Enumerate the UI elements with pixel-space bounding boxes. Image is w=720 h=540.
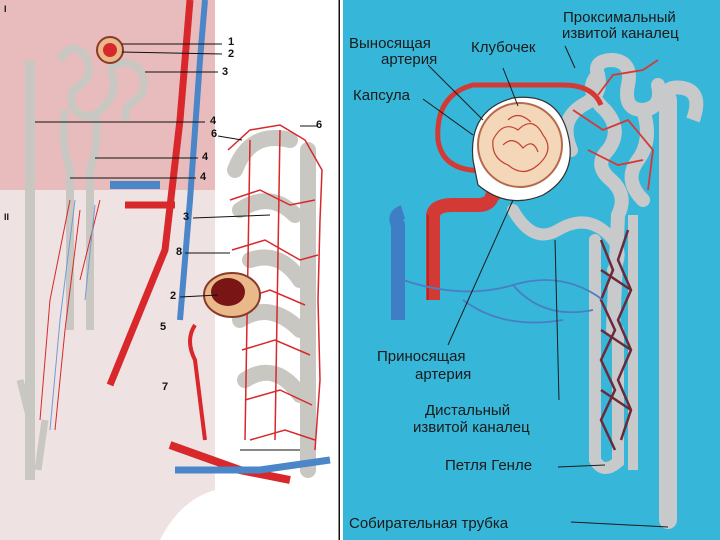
label-1: 1 [228,36,235,48]
label-distal-line2: извитой каналец [413,419,530,436]
tubule-loops [56,44,148,330]
label-proximal-line1: Проксимальный [563,9,676,26]
artery-main [106,0,194,387]
label-capsule: Капсула [353,87,410,104]
label-roman-1: I [4,4,7,14]
label-2b: 2 [170,290,177,302]
artery-right [426,189,500,300]
label-4c: 4 [200,171,207,183]
left-diagram-illustration [0,0,340,540]
inset-tubules [168,121,331,484]
label-afferent-line1: Приносящая [377,348,466,365]
label-5: 5 [160,321,167,333]
distal-tubule [507,204,625,276]
vasa-recta [599,229,633,451]
label-3b: 3 [183,211,190,223]
label-henle-loop: Петля Генле [445,457,533,474]
label-7: 7 [162,381,169,393]
label-6b: 6 [316,119,323,131]
proximal-tubule [559,52,666,337]
label-8: 8 [176,246,183,258]
label-collecting-duct: Собирательная трубка [349,515,509,532]
label-6a: 6 [211,128,218,140]
label-2: 2 [228,48,235,60]
label-4a: 4 [210,115,217,127]
vein-right [389,205,406,320]
henle-loop [589,234,624,474]
efferent-arteriole [435,82,604,174]
label-afferent-line2: артерия [415,366,472,383]
vein-main [177,0,208,321]
right-diagram-illustration [389,45,704,529]
label-glomerulus: Клубочек [471,39,536,56]
label-distal-line1: Дистальный [425,402,511,419]
label-roman-2: II [4,212,10,222]
cortex-zone [0,0,215,190]
label-efferent-line1: Выносящая [349,35,431,52]
label-4b: 4 [202,151,209,163]
left-nephron-diagram: 1 2 3 4 4 4 6 6 3 8 2 5 7 I II [0,0,340,540]
right-nephron-diagram: Проксимальный извитой каналец Выносящая … [343,0,720,540]
label-efferent-line2: артерия [381,51,438,68]
label-3: 3 [222,66,229,78]
label-proximal-line2: извитой каналец [562,25,679,42]
medulla-zone [0,190,215,540]
